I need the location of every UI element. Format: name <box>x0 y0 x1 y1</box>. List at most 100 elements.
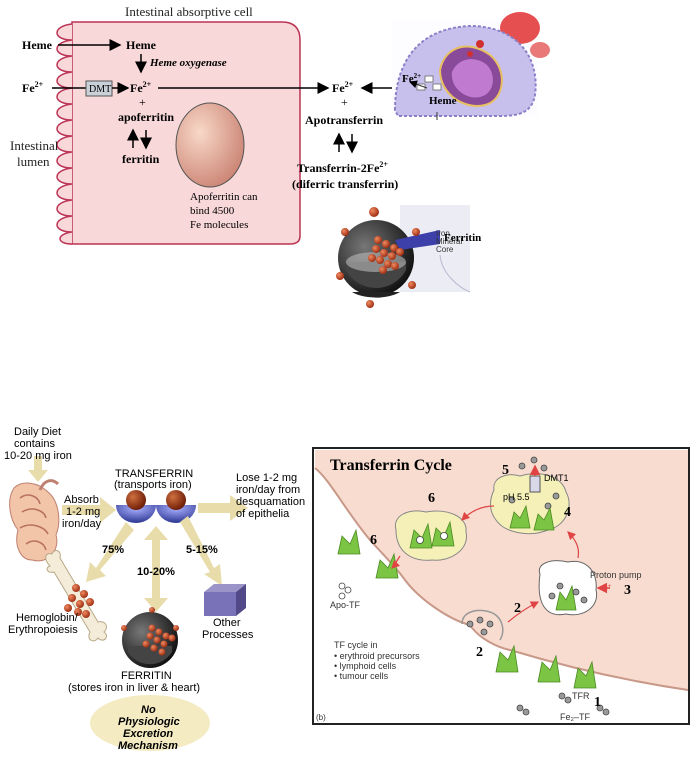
ferritin-storage-subtitle: (stores iron in liver & heart) <box>68 682 200 694</box>
other-line2: Processes <box>202 629 254 641</box>
release-receptor-1 <box>337 528 361 555</box>
lose-line2: iron/day from <box>236 484 300 496</box>
ferritin-double-arrow <box>144 526 168 612</box>
recycling-vesicle <box>394 510 468 561</box>
absorb-line1: Absorb <box>64 494 99 506</box>
fe-input-label: Fe2+ <box>22 80 44 95</box>
pct-5-15: 5-15% <box>186 544 218 556</box>
other-processes-box <box>204 584 246 616</box>
heme-cell-label: Heme <box>126 38 157 52</box>
no-excretion-2: Physiologic <box>118 716 180 728</box>
macrophage-heme-label: Heme <box>429 95 457 107</box>
panel-tag: (b) <box>316 713 326 722</box>
lose-line1: Lose 1-2 mg <box>236 472 297 484</box>
bone-illustration <box>45 550 107 642</box>
transferrin-cycle-diagram: Transferrin Cycle DMT1 pH 5.5 Proton pum… <box>312 447 690 725</box>
ferritin-cell-label: ferritin <box>122 152 160 166</box>
fe-cell-label: Fe2+ <box>130 80 152 95</box>
absorb-line3: iron/day <box>62 518 102 530</box>
iron-distribution-diagram: Daily Diet contains 10-20 mg iron Absorb… <box>4 426 305 752</box>
apotransferrin-label: Apotransferrin <box>305 113 383 127</box>
iron-core-label-2: Mineral <box>436 237 462 246</box>
tf-item-2: • lymphoid cells <box>334 661 397 671</box>
no-excretion-glow <box>90 695 210 751</box>
step-3: 3 <box>624 583 631 598</box>
step-6-left: 6 <box>370 533 377 548</box>
lose-line3: desquamation <box>236 496 305 508</box>
surface-receptor-3 <box>573 660 597 689</box>
intestine-illustration <box>9 479 60 562</box>
no-excretion-3: Excretion <box>123 728 173 740</box>
pct-10-20: 10-20% <box>137 566 175 578</box>
surface-receptor-1 <box>495 644 519 673</box>
apoferritin-sphere <box>175 102 245 188</box>
macrophage-illustration <box>392 12 550 120</box>
cell-title: Intestinal absorptive cell <box>125 4 253 19</box>
hemoglobin-line2: Erythropoiesis <box>8 624 78 636</box>
proton-pump-label: Proton pump <box>590 570 642 580</box>
cycle-arrow-2-3 <box>507 601 540 623</box>
dmt1-channel <box>529 475 541 493</box>
diet-line2: contains <box>14 438 55 450</box>
ferritin-storage-sphere <box>121 607 179 668</box>
surface-receptor-2 <box>537 654 561 683</box>
early-receptor-1 <box>555 584 577 611</box>
cell-cytoplasm <box>315 450 688 690</box>
step-2-upper: 2 <box>514 601 521 616</box>
heme-oxygenase-label: Heme oxygenase <box>149 57 227 69</box>
cycle-title: Transferrin Cycle <box>330 457 452 474</box>
fe-blood-label: Fe2+ <box>332 80 354 95</box>
ferritin-illustration <box>336 205 471 308</box>
macrophage-fe-label: Fe2+ <box>402 72 421 85</box>
iron-core-label-1: Iron <box>436 229 450 238</box>
lumen-label-line2: lumen <box>17 154 50 169</box>
endosome-receptor-2 <box>533 506 555 531</box>
ferritin-storage-title: FERRITIN <box>121 670 172 682</box>
endosome-receptor-1 <box>509 504 531 529</box>
dmt-label: DMT <box>89 84 111 95</box>
vesicle-receptor-2 <box>431 520 455 547</box>
heme-input-label: Heme <box>22 38 53 52</box>
pct-75: 75% <box>102 544 124 556</box>
diet-line1: Daily Diet <box>14 426 61 438</box>
h-plus-label: H+ <box>602 584 612 593</box>
dmt1-label: DMT1 <box>544 473 569 483</box>
tfr-label: TFR <box>572 691 590 701</box>
apoferritin-note-3: Fe molecules <box>190 219 248 231</box>
diferric-transferrin-label: (diferric transferrin) <box>292 177 398 191</box>
cycle-arrow-6-release <box>391 555 401 569</box>
transferrin-2fe-label: Transferrin-2Fe2+ <box>297 160 388 175</box>
plus-sign-2: + <box>341 95 348 109</box>
apoferritin-note-1: Apoferritin can <box>190 191 258 203</box>
clathrin-pit <box>461 609 504 641</box>
step-2-lower: 2 <box>476 645 483 660</box>
intestinal-cell-diagram: Intestinal absorptive cell Heme Heme Hem… <box>10 4 400 245</box>
apoferritin-note-2: bind 4500 <box>190 205 235 217</box>
no-excretion-4: Mechanism <box>118 740 178 752</box>
absorb-line2: 1-2 mg <box>66 506 100 518</box>
lumen-label-line1: Intestinal <box>10 138 59 153</box>
transferrin-subtitle: (transports iron) <box>114 479 192 491</box>
plus-sign-1: + <box>139 95 146 109</box>
absorb-arrow <box>62 497 116 523</box>
cycle-arrow-4-6 <box>461 505 495 521</box>
no-excretion-1: No <box>141 704 156 716</box>
fe2-tf-label: Fe₂–TF <box>560 712 590 722</box>
tf-item-1: • erythroid precursors <box>334 651 420 661</box>
brush-border <box>56 23 73 245</box>
tf-item-3: • tumour cells <box>334 671 389 681</box>
hemoglobin-arrow <box>86 522 134 582</box>
lose-arrow <box>198 495 248 521</box>
lose-line4: of epithelia <box>236 508 290 520</box>
diet-line3: 10-20 mg iron <box>4 450 72 462</box>
step-4: 4 <box>564 505 571 520</box>
ph-label: pH 5.5 <box>503 492 530 502</box>
ferritin-image-label: Ferritin <box>444 232 481 244</box>
hemoglobin-line1: Hemoglobin/ <box>16 612 79 624</box>
transferrin-title: TRANSFERRIN <box>115 468 193 480</box>
step-5: 5 <box>502 463 509 478</box>
iron-core-label-3: Core <box>436 245 454 254</box>
vesicle-receptor-1 <box>409 522 433 549</box>
cycle-arrow-3-4 <box>567 531 580 559</box>
